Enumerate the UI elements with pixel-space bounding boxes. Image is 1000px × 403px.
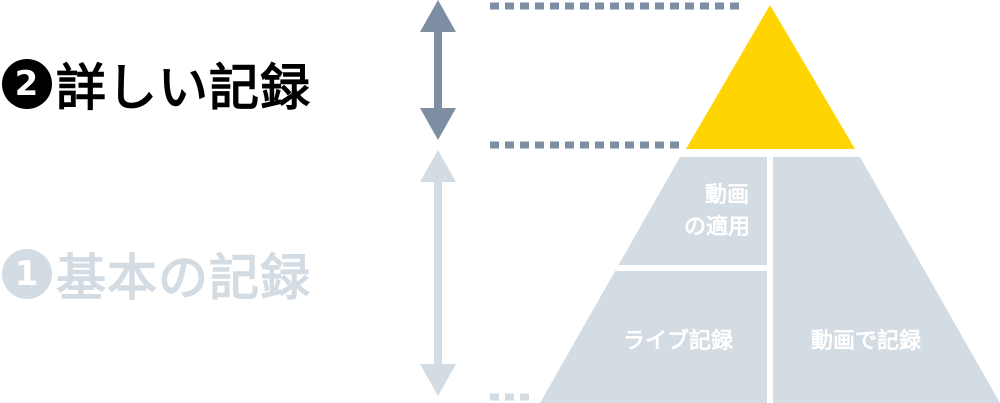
level-1-label: 1 基本の記録 <box>2 238 311 310</box>
level-2-number: 2 <box>2 59 52 109</box>
pyramid-top <box>686 5 855 149</box>
level-1-number: 1 <box>2 249 52 299</box>
level-2-label: 2 詳しい記録 <box>2 48 311 120</box>
cell-upper-line1: 動画 <box>704 183 749 208</box>
cell-upper-line2: の適用 <box>683 215 750 240</box>
cell-live-record: ライブ記録 <box>622 329 733 354</box>
upper-double-arrow-icon <box>420 0 456 140</box>
cell-video-record: 動画で記録 <box>810 329 921 354</box>
level-1-text: 基本の記録 <box>56 249 311 307</box>
level-2-text: 詳しい記録 <box>56 59 311 117</box>
cell-video-application: 動画 の適用 <box>672 180 762 244</box>
lower-double-arrow-icon <box>420 150 456 396</box>
